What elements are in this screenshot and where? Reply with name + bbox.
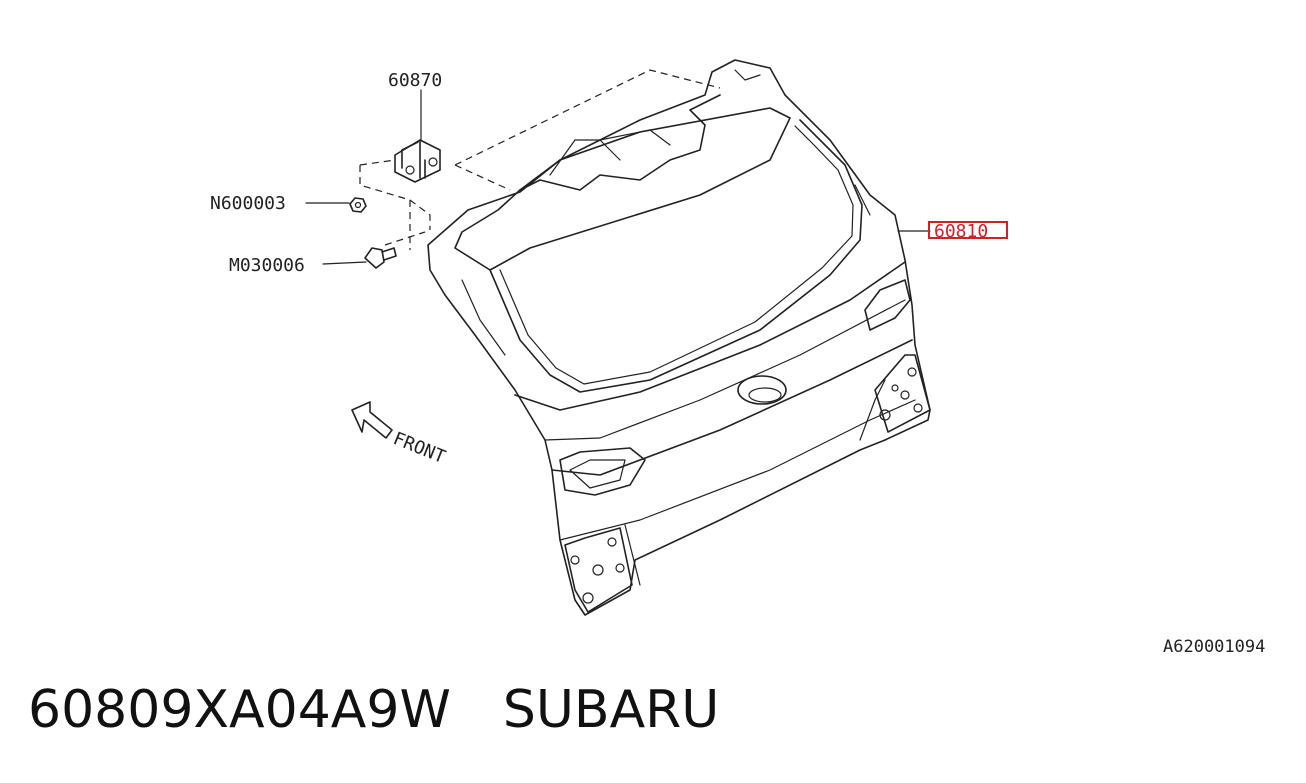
- liftgate-icon[interactable]: [427, 59, 931, 616]
- nut-icon[interactable]: [349, 197, 367, 213]
- label-60870[interactable]: 60870: [388, 70, 442, 91]
- label-n600003[interactable]: N600003: [210, 193, 286, 214]
- label-m030006[interactable]: M030006: [229, 255, 305, 276]
- part-number: 60809XA04A9W: [28, 680, 451, 740]
- body-phantom-outline: [359, 69, 721, 250]
- label-60810[interactable]: 60810: [934, 221, 988, 242]
- leader-lines: [305, 89, 931, 265]
- hinge-icon[interactable]: [394, 139, 441, 183]
- label-front: FRONT: [390, 428, 448, 468]
- drawing-code: A620001094: [1163, 637, 1265, 657]
- bolt-icon[interactable]: [364, 247, 397, 269]
- front-arrow-icon: [351, 401, 393, 439]
- brand-name: SUBARU: [502, 680, 720, 740]
- highlight-box: [928, 221, 1008, 239]
- footer-title: 60809XA04A9W SUBARU: [28, 680, 719, 740]
